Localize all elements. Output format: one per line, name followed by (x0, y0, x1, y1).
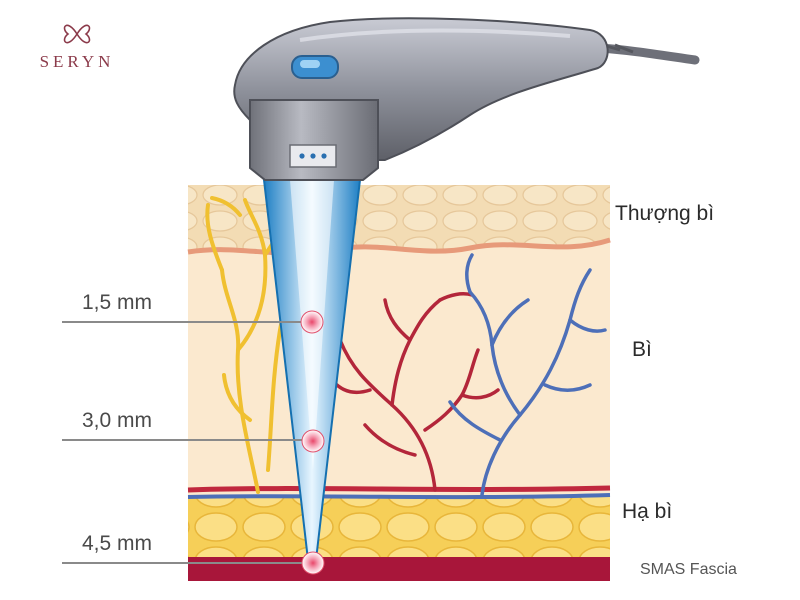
hypodermis-layer (188, 495, 610, 557)
focal-point-icon (301, 551, 325, 575)
focal-point-icon (300, 310, 324, 334)
dermis-hypodermis-vein (187, 493, 611, 500)
focal-points (300, 310, 325, 575)
depth-label-1: 1,5 mm (82, 291, 153, 314)
handpiece-cable (595, 43, 700, 65)
epidermis-layer (188, 185, 610, 254)
depth-label-2: 3,0 mm (82, 409, 153, 432)
skin-block (187, 185, 611, 581)
brand-name: SERYN (39, 52, 115, 71)
veins (448, 253, 607, 497)
seryn-logo-icon (63, 24, 91, 44)
epidermis-border (187, 237, 611, 256)
dermis-hypodermis-vessel (187, 485, 611, 493)
depth-lines (62, 321, 312, 564)
depth-label-3: 4,5 mm (82, 532, 153, 555)
focal-point-icon (301, 429, 325, 453)
layer-label-epidermis: Thượng bì (615, 202, 715, 225)
smas-layer (188, 557, 610, 581)
layer-label-hypodermis: Hạ bì (622, 500, 673, 523)
handpiece-head (249, 99, 379, 181)
ultrasound-handpiece-icon (233, 17, 700, 181)
brand-logo: SERYN (22, 14, 132, 74)
layer-label-smas: SMAS Fascia (640, 561, 737, 578)
layer-label-dermis: Bì (632, 338, 652, 361)
